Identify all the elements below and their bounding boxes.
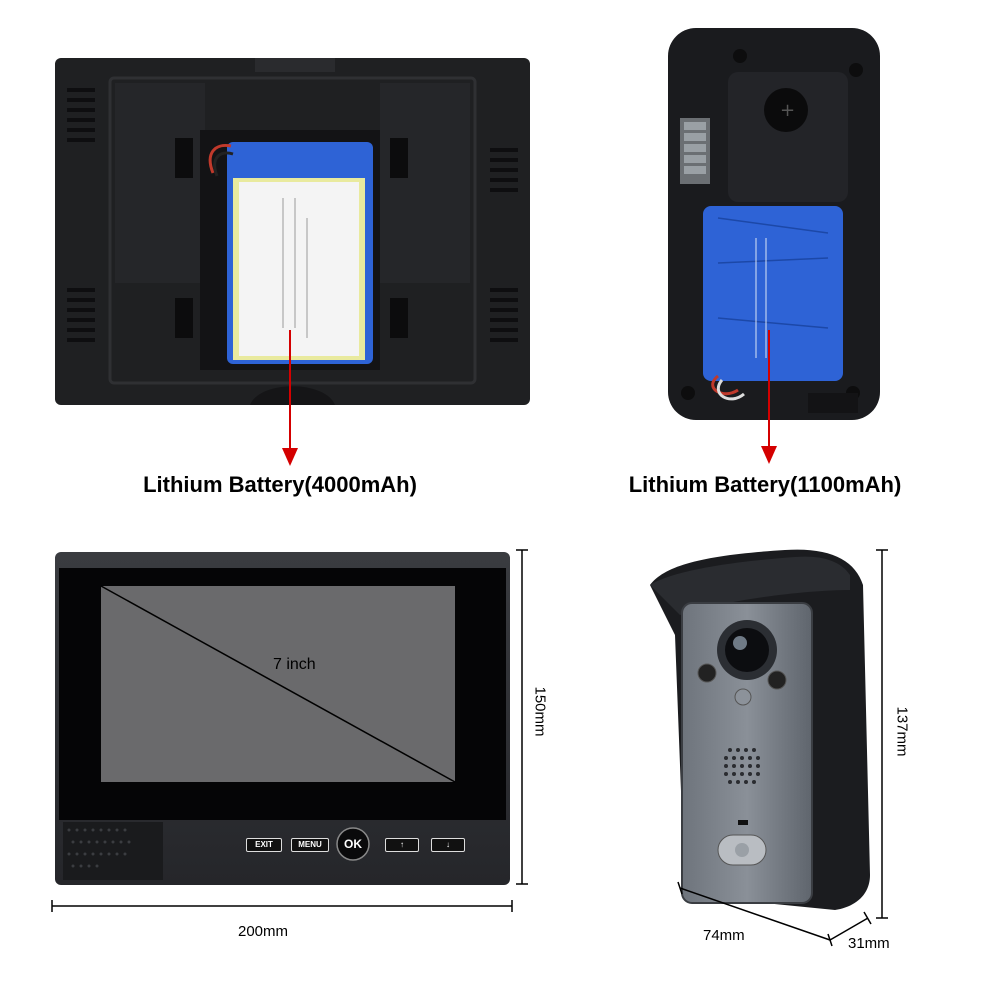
monitor-back-photo — [55, 58, 530, 405]
battery-arrow-left — [282, 330, 298, 466]
doorbell-width-label: 74mm — [703, 927, 745, 944]
up-button[interactable]: ↑ — [385, 838, 419, 852]
doorbell-height-label: 137mm — [893, 706, 911, 757]
doorbell-height-dimension-line — [876, 549, 888, 919]
monitor-width-dimension-line — [51, 900, 513, 912]
ok-button[interactable]: OK — [344, 837, 362, 851]
exit-button[interactable]: EXIT — [246, 838, 282, 852]
monitor-height-label: 150mm — [531, 686, 549, 737]
down-button[interactable]: ↓ — [431, 838, 465, 852]
menu-button[interactable]: MENU — [291, 838, 329, 852]
screen-size-label: 7 inch — [273, 656, 316, 673]
monitor-battery-caption: Lithium Battery(4000mAh) — [143, 472, 417, 497]
arrow-up-icon: ↑ — [400, 840, 404, 849]
svg-text:+: + — [780, 100, 795, 121]
arrow-down-icon: ↓ — [446, 840, 450, 849]
doorbell-width-depth-dimension-lines — [677, 881, 872, 947]
monitor-front-photo — [55, 552, 510, 885]
doorbell-battery-caption: Lithium Battery(1100mAh) — [628, 472, 902, 497]
battery-arrow-right — [761, 330, 777, 464]
monitor-height-dimension-line — [516, 549, 528, 885]
doorbell-back-photo: + — [668, 28, 880, 420]
doorbell-front-photo — [645, 545, 875, 920]
doorbell-depth-label: 31mm — [848, 935, 890, 952]
monitor-width-label: 200mm — [238, 923, 289, 940]
